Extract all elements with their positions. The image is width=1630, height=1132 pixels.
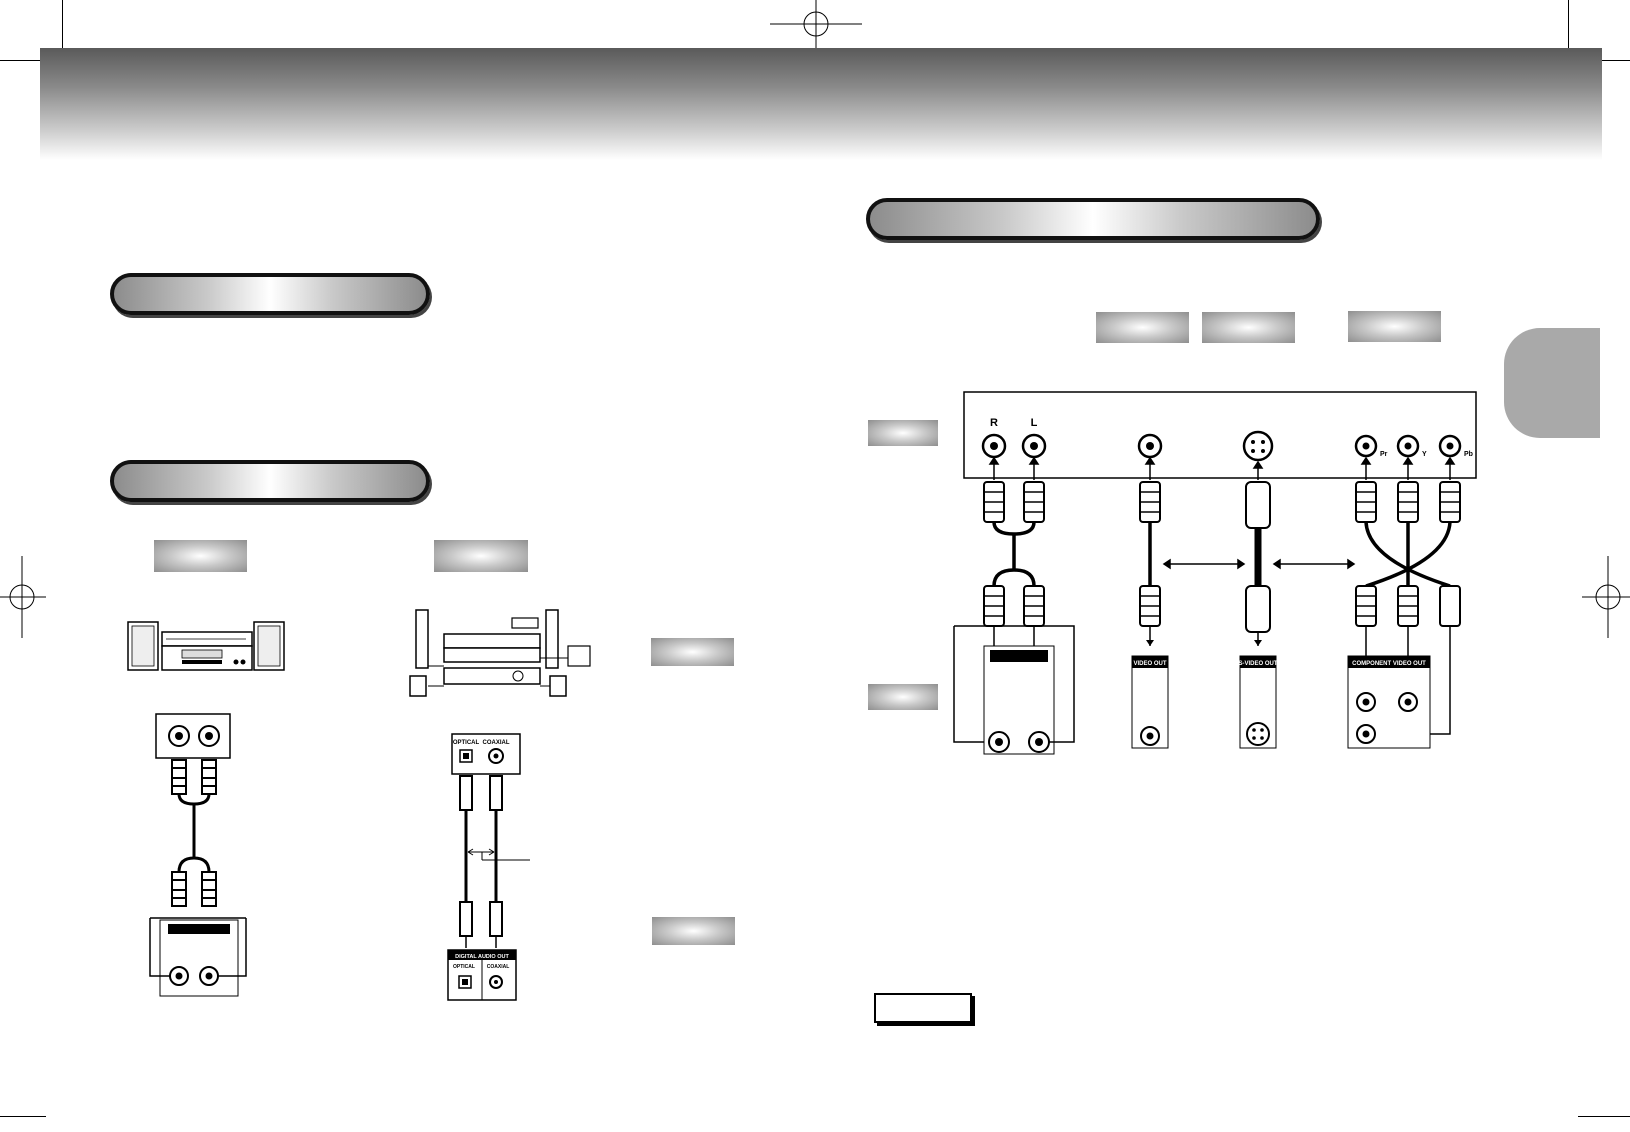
optical-jack-label: OPTICAL xyxy=(453,964,475,970)
jack-label-r: R xyxy=(990,417,998,429)
label-box-method-1 xyxy=(1096,312,1189,343)
section-heading-pill-2 xyxy=(110,460,430,502)
video-connection-diagram: R L Pr Y Pb xyxy=(953,391,1477,755)
svideo-out-label: S-VIDEO OUT xyxy=(1238,661,1277,667)
label-box-stereo xyxy=(154,540,247,572)
crop-mark xyxy=(1568,0,1569,48)
coaxial-port-label: COAXIAL xyxy=(483,740,510,746)
label-box-method-2 xyxy=(1202,312,1295,343)
coaxial-jack-label: COAXIAL xyxy=(487,964,510,970)
chapter-tab xyxy=(1504,328,1600,438)
jack-label-pb: Pb xyxy=(1464,451,1473,458)
crop-mark xyxy=(0,1116,46,1117)
component-video-out-label: COMPONENT VIDEO OUT xyxy=(1352,661,1426,667)
stereo-system-illustration xyxy=(127,621,285,671)
jack-label-l: L xyxy=(1031,417,1038,429)
label-box-dvd-player-left xyxy=(652,917,735,945)
label-box-method-3 xyxy=(1348,311,1441,342)
section-heading-pill-3 xyxy=(866,198,1320,240)
home-theater-illustration xyxy=(409,609,591,697)
jack-label-y: Y xyxy=(1422,451,1427,458)
crop-mark xyxy=(0,60,40,61)
digital-audio-out-label: DIGITAL AUDIO OUT xyxy=(455,954,509,960)
label-box-digital xyxy=(434,540,528,572)
label-box-tv xyxy=(868,420,938,446)
video-out-label: VIDEO OUT xyxy=(1133,661,1166,667)
section-heading-pill-1 xyxy=(110,273,430,315)
optical-port-label: OPTICAL xyxy=(453,740,480,746)
crop-mark xyxy=(1578,1116,1630,1117)
registration-mark-right xyxy=(1582,556,1630,638)
registration-mark-top xyxy=(770,0,862,48)
crop-mark xyxy=(62,0,63,48)
crop-mark xyxy=(1588,60,1630,61)
registration-mark-left xyxy=(0,556,46,638)
page-header-band xyxy=(40,48,1602,160)
label-box-amplifier xyxy=(651,638,734,666)
analog-audio-connection-diagram xyxy=(149,713,247,997)
note-box xyxy=(874,993,972,1023)
label-box-dvd-player-right xyxy=(868,684,938,710)
digital-audio-connection-diagram: OPTICAL COAXIAL DIGITAL AUDIO OUT OPTICA… xyxy=(447,733,530,1001)
jack-label-pr: Pr xyxy=(1380,451,1388,458)
